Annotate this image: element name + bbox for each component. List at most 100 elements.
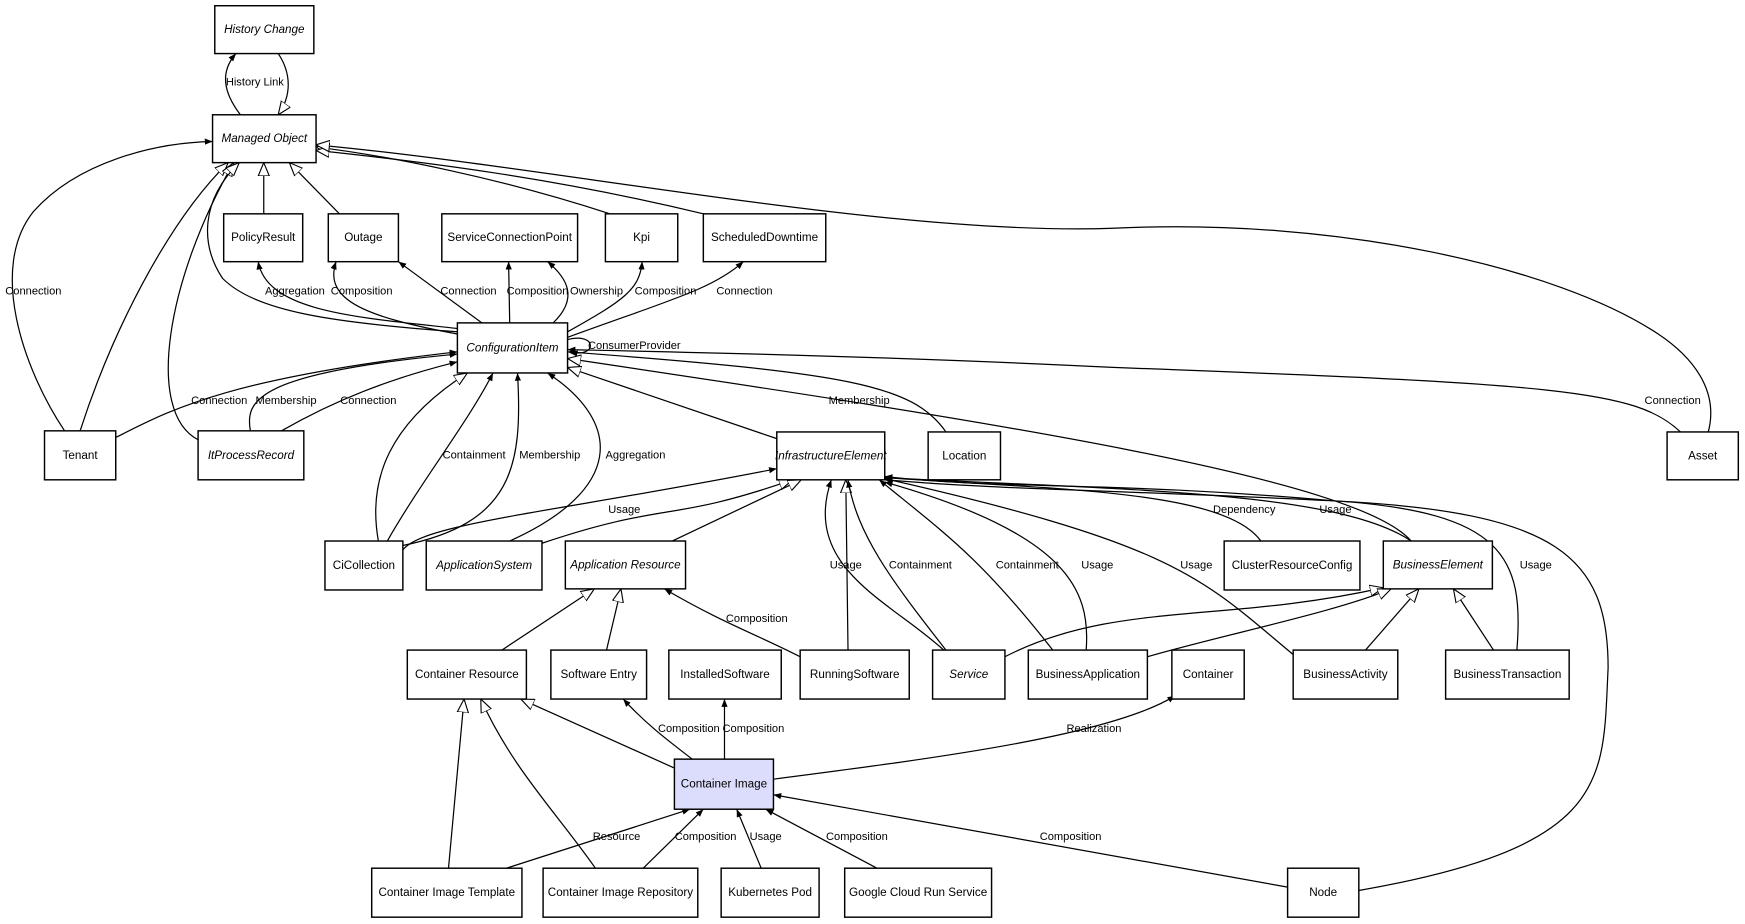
class-node-container-resource[interactable]: Container Resource [406, 649, 528, 700]
class-node-location[interactable]: Location [927, 431, 1002, 481]
edge-generalization-asset-to-managed_object [316, 145, 1712, 433]
class-name: Managed Object [221, 132, 307, 145]
class-node-container[interactable]: Container [1171, 649, 1245, 700]
class-node-scp[interactable]: ServiceConnectionPoint [441, 213, 579, 263]
class-node-tenant[interactable]: Tenant [43, 430, 117, 481]
class-name: InstalledSoftware [680, 668, 770, 681]
class-box[interactable] [406, 649, 528, 700]
edge-association-ci_collection-to-ci: Membership [402, 372, 580, 547]
class-name: InfrastructureElement [775, 449, 887, 462]
class-box[interactable] [668, 649, 782, 700]
class-node-service[interactable]: Service [931, 649, 1006, 700]
class-box[interactable] [1444, 649, 1570, 700]
class-node-business-transaction[interactable]: BusinessTransaction [1444, 649, 1570, 700]
class-node-ci-collection[interactable]: CiCollection [324, 540, 404, 591]
edge-association-business_transaction-to-infra_element: Usage [884, 474, 1552, 651]
class-box[interactable] [1027, 649, 1149, 700]
association-arrow [622, 698, 693, 760]
edge-association-business_element-to-infra_element: Usage [884, 474, 1412, 542]
class-box[interactable] [43, 430, 117, 481]
class-box[interactable] [604, 213, 679, 263]
class-box[interactable] [1666, 431, 1740, 481]
edge-association-business_application-to-infra_element: Containment [878, 479, 1059, 651]
association-arrow [506, 808, 691, 869]
class-box[interactable] [1223, 540, 1361, 591]
generalization-arrow [568, 367, 777, 440]
class-node-ci[interactable]: ConfigurationItem [456, 322, 569, 374]
class-node-business-element[interactable]: BusinessElement [1382, 540, 1494, 590]
edge-association-tenant-to-managed_object: Connection [5, 138, 213, 432]
class-node-application-system[interactable]: ApplicationSystem [425, 540, 543, 591]
edge-generalization-business_activity-to-business_element [1365, 589, 1419, 651]
class-box[interactable] [564, 540, 687, 590]
edge-label: Connection [191, 395, 247, 407]
edge-generalization-business_application-to-business_element [1147, 588, 1391, 658]
generalization-arrow [846, 480, 848, 651]
edge-generalization-outage-to-managed_object [289, 163, 340, 215]
association-arrow [567, 337, 591, 357]
class-node-history-change[interactable]: History Change [214, 4, 315, 55]
class-box[interactable] [927, 431, 1002, 481]
class-box[interactable] [456, 322, 569, 374]
association-arrow [224, 53, 241, 116]
class-box[interactable] [441, 213, 579, 263]
class-box[interactable] [542, 867, 699, 918]
association-arrow [642, 808, 704, 869]
class-node-kubernetes-pod[interactable]: Kubernetes Pod [720, 867, 820, 918]
class-box[interactable] [370, 867, 523, 918]
class-box[interactable] [843, 867, 993, 918]
association-arrow [567, 261, 744, 338]
class-node-it-process-record[interactable]: ItProcessRecord [197, 430, 305, 481]
class-node-cluster-resource-config[interactable]: ClusterResourceConfig [1223, 540, 1361, 591]
edge-label: Composition [635, 286, 697, 298]
class-node-container-image-template[interactable]: Container Image Template [370, 867, 523, 918]
class-box[interactable] [799, 649, 910, 700]
class-box[interactable] [1286, 867, 1360, 918]
class-box[interactable] [214, 4, 315, 55]
edge-label: Aggregation [265, 286, 325, 298]
class-box[interactable] [425, 540, 543, 591]
edge-generalization-container_image_template-to-container_resource [447, 699, 464, 869]
class-node-node[interactable]: Node [1286, 867, 1360, 918]
edge-label: Composition [658, 723, 720, 735]
class-node-gcrs[interactable]: Google Cloud Run Service [843, 867, 993, 918]
class-node-business-application[interactable]: BusinessApplication [1027, 649, 1149, 700]
class-node-infra-element[interactable]: InfrastructureElement [775, 431, 887, 481]
class-box[interactable] [1382, 540, 1494, 590]
class-box[interactable] [1171, 649, 1245, 700]
class-node-business-activity[interactable]: BusinessActivity [1292, 649, 1399, 700]
class-box[interactable] [931, 649, 1006, 700]
class-box[interactable] [327, 213, 400, 263]
class-box[interactable] [1292, 649, 1399, 700]
class-node-running-software[interactable]: RunningSoftware [799, 649, 910, 700]
class-box[interactable] [222, 213, 304, 263]
class-node-scheduled-downtime[interactable]: ScheduledDowntime [702, 213, 827, 263]
class-box[interactable] [720, 867, 820, 918]
class-node-kpi[interactable]: Kpi [604, 213, 679, 263]
edge-generalization-container_image-to-container_resource [521, 699, 675, 769]
class-box[interactable] [550, 649, 648, 700]
class-box[interactable] [197, 430, 305, 481]
class-box[interactable] [211, 114, 317, 164]
class-name: ClusterResourceConfig [1232, 559, 1353, 572]
edge-label: Composition [675, 831, 737, 843]
edge-label: Containment [889, 559, 952, 571]
class-node-software-entry[interactable]: Software Entry [550, 649, 648, 700]
edge-label: Dependency [1213, 504, 1276, 516]
class-node-container-image[interactable]: Container Image [673, 758, 775, 810]
class-node-managed-object[interactable]: Managed Object [211, 114, 317, 164]
class-node-policy-result[interactable]: PolicyResult [222, 213, 304, 263]
class-node-installed-software[interactable]: InstalledSoftware [668, 649, 782, 700]
edge-label: Connection [1645, 395, 1701, 407]
class-node-container-image-repository[interactable]: Container Image Repository [542, 867, 699, 918]
class-box[interactable] [702, 213, 827, 263]
class-node-asset[interactable]: Asset [1666, 431, 1740, 481]
class-name: ScheduledDowntime [711, 231, 818, 244]
class-box[interactable] [673, 758, 775, 810]
class-box[interactable] [776, 431, 886, 481]
class-node-application-resource[interactable]: Application Resource [564, 540, 687, 590]
class-node-outage[interactable]: Outage [327, 213, 400, 263]
edge-association-kubernetes_pod-to-container_image: Usage [736, 808, 782, 869]
class-box[interactable] [324, 540, 404, 591]
generalization-arrow [541, 480, 792, 544]
